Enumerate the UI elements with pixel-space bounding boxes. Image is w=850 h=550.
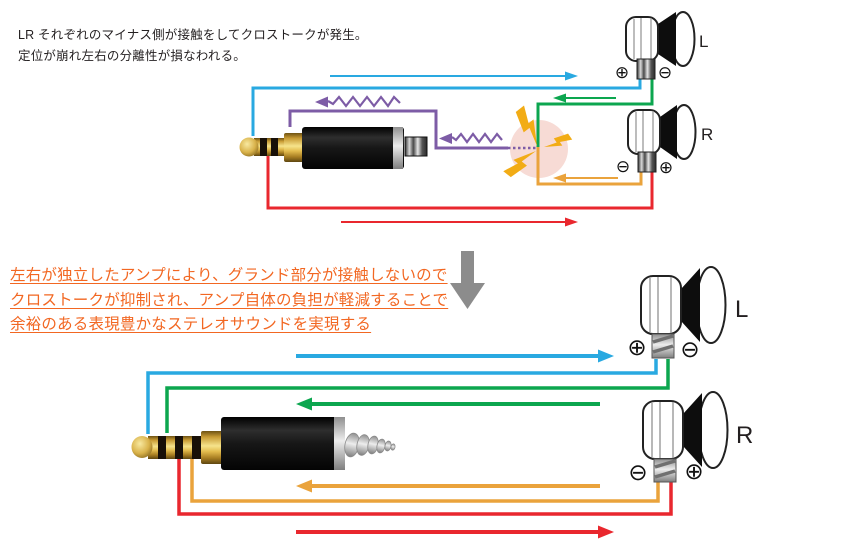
top-right-minus-wire (536, 147, 643, 186)
driver-label-left: L (735, 296, 748, 323)
minus-terminal-icon: ⊖ (680, 336, 699, 362)
plus-terminal-icon: ⊕ (684, 458, 703, 484)
trs-plug (239, 127, 428, 169)
plug-ring (158, 436, 166, 459)
crosstalk-path (288, 109, 536, 150)
bottom-left-minus-wire (165, 359, 670, 433)
driver-dome (695, 266, 727, 344)
bottom-caption-line1: 左右が独立したアンプにより、グランド部分が接触しないので (10, 267, 448, 284)
top-left-driver: ⊕ ⊖ L (615, 11, 708, 82)
bottom-flow-arrow-right-minus (296, 479, 600, 493)
driver-housing (640, 275, 682, 335)
driver-dome (697, 391, 729, 469)
driver-cone (681, 268, 700, 342)
trrs-plug (131, 417, 396, 470)
driver-label-right: R (701, 125, 713, 144)
plug-tip (131, 436, 153, 458)
top-caption-line2: 定位が崩れ左右の分離性が損なわれる。 (18, 49, 246, 63)
twisted-cable (344, 432, 396, 458)
top-flow-arrow-left-plus (330, 71, 578, 81)
top-flow-arrow-right-minus (553, 173, 618, 183)
top-caption-line1: LR それぞれのマイナス側が接触をしてクロストークが発生。 (18, 28, 368, 42)
plug-ring (271, 138, 278, 156)
plus-terminal-icon: ⊕ (659, 158, 673, 177)
driver-terminal-stub (636, 58, 656, 80)
bottom-caption: 左右が独立したアンプにより、グランド部分が接触しないので クロストークが抑制され… (10, 264, 448, 338)
bottom-caption-line2: クロストークが抑制され、アンプ自体の負担が軽減することで (10, 291, 449, 309)
driver-label-right: R (736, 422, 753, 449)
plug-flare (201, 431, 224, 464)
minus-terminal-icon: ⊖ (616, 157, 630, 176)
bottom-left-plus-wire (146, 359, 658, 434)
minus-terminal-icon: ⊖ (658, 63, 672, 82)
bottom-caption-line3: 余裕のある表現豊かなステレオサウンドを実現する (10, 316, 372, 333)
bottom-flow-arrow-right-plus (296, 525, 614, 539)
crosstalk-zigzag-icon (315, 95, 401, 108)
plug-ring (192, 436, 201, 459)
down-arrow-icon (450, 251, 485, 309)
plug-body-ring (334, 417, 345, 470)
top-right-driver: ⊖ ⊕ R (616, 104, 713, 177)
driver-terminal-stub (651, 333, 675, 359)
driver-housing (642, 400, 684, 460)
driver-terminal-stub (637, 151, 657, 173)
bottom-right-plus-wire (177, 458, 673, 516)
driver-cone (683, 393, 702, 467)
bottom-right-driver: ⊖ ⊕ R (628, 391, 753, 485)
driver-label-left: L (699, 32, 708, 51)
plug-ring (175, 436, 183, 459)
bottom-flow-arrow-left-minus (296, 397, 600, 411)
plug-flare (284, 133, 304, 162)
driver-housing (627, 109, 661, 155)
top-left-minus-wire (536, 79, 654, 147)
top-right-plus-wire (266, 154, 654, 210)
plug-cable-stub (404, 136, 428, 157)
top-left-plus-wire (251, 79, 642, 136)
driver-housing (625, 16, 659, 62)
bottom-flow-arrow-left-plus (296, 349, 614, 363)
crosstalk-zigzag-icon (439, 132, 503, 144)
driver-cone (660, 105, 677, 159)
driver-terminal-stub (653, 458, 677, 483)
plug-tip (239, 137, 259, 157)
top-caption: LR それぞれのマイナス側が接触をしてクロストークが発生。 定位が崩れ左右の分離… (18, 25, 368, 67)
plug-body-ring (393, 127, 403, 169)
plus-terminal-icon: ⊕ (627, 334, 646, 360)
top-flow-arrow-left-minus (553, 93, 616, 103)
top-flow-arrow-right-plus (341, 217, 578, 227)
plug-body (302, 127, 404, 169)
plus-terminal-icon: ⊕ (615, 63, 629, 82)
bottom-right-minus-wire (190, 458, 660, 503)
bottom-left-driver: ⊕ ⊖ L (627, 266, 748, 362)
minus-terminal-icon: ⊖ (628, 459, 647, 485)
driver-cone (658, 12, 676, 66)
plug-body (221, 417, 337, 470)
plug-ring (260, 138, 267, 156)
